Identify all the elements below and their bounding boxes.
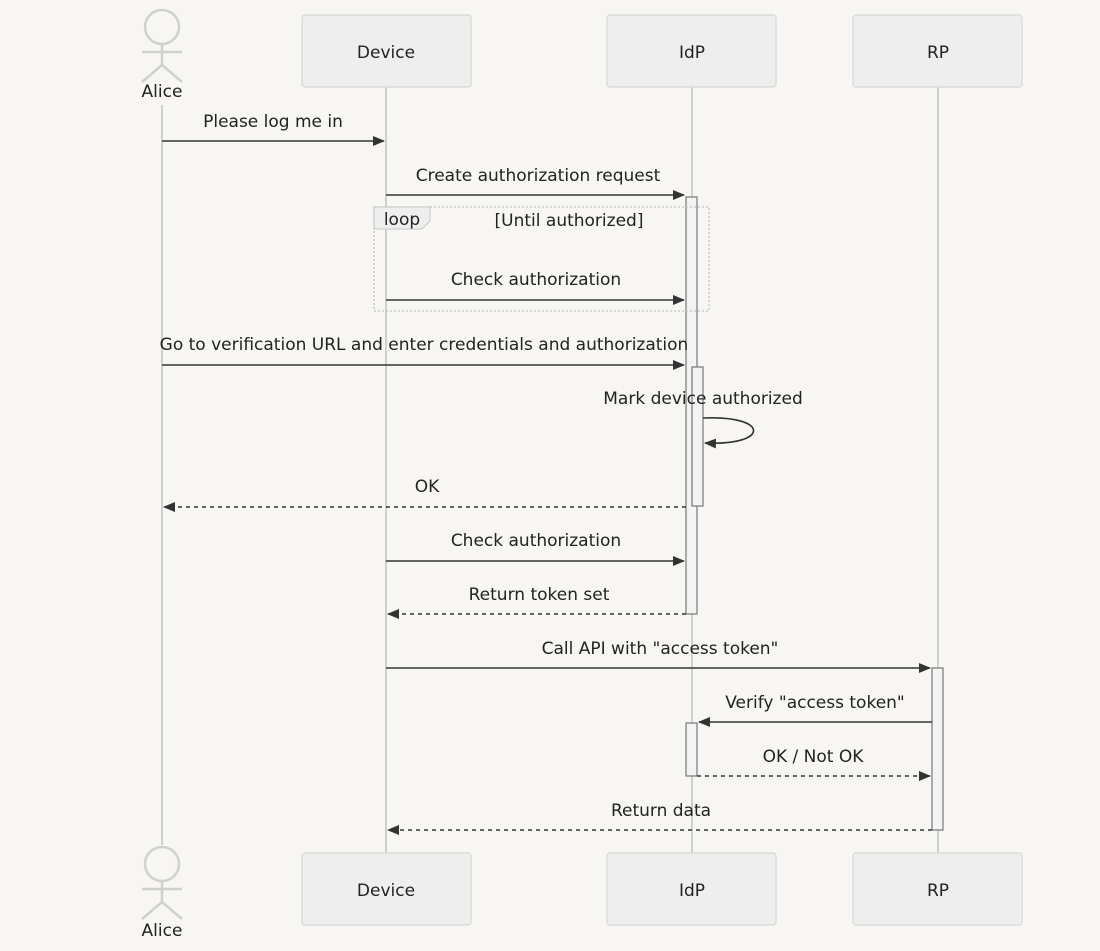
participant-idp-top[interactable]: IdP bbox=[606, 14, 777, 88]
participant-rp-bottom[interactable]: RP bbox=[852, 852, 1023, 926]
message: Check authorization bbox=[386, 531, 685, 566]
actor-alice-bottom[interactable]: Alice bbox=[141, 845, 183, 941]
participant-label: IdP bbox=[679, 43, 705, 63]
message-label: Mark device authorized bbox=[603, 389, 802, 409]
message-label: Return token set bbox=[469, 585, 610, 605]
message: Please log me in bbox=[162, 112, 385, 146]
message: Check authorization bbox=[386, 270, 685, 305]
activation-idp-2 bbox=[691, 366, 704, 507]
participant-device-top[interactable]: Device bbox=[301, 14, 472, 88]
actor-label: Alice bbox=[142, 921, 183, 941]
message: Return data bbox=[387, 801, 932, 835]
message-label: Check authorization bbox=[451, 531, 621, 551]
actor-label: Alice bbox=[142, 82, 183, 102]
participant-label: RP bbox=[927, 43, 949, 63]
message-self: Mark device authorized bbox=[603, 389, 803, 449]
activation-idp-3 bbox=[685, 722, 698, 777]
participant-label: Device bbox=[357, 881, 415, 901]
loop-block: loop [Until authorized] bbox=[373, 206, 710, 312]
message: Create authorization request bbox=[386, 166, 685, 200]
message: Return token set bbox=[387, 585, 686, 619]
message-label: OK bbox=[415, 477, 440, 497]
actor-icon bbox=[143, 845, 181, 883]
message: Verify "access token" bbox=[698, 693, 932, 727]
participant-idp-bottom[interactable]: IdP bbox=[606, 852, 777, 926]
message-label: Check authorization bbox=[451, 270, 621, 290]
message-label: Please log me in bbox=[203, 112, 343, 132]
participant-device-bottom[interactable]: Device bbox=[301, 852, 472, 926]
participant-label: IdP bbox=[679, 881, 705, 901]
participant-label: Device bbox=[357, 43, 415, 63]
participant-label: RP bbox=[927, 881, 949, 901]
message: OK / Not OK bbox=[697, 747, 931, 781]
message: Call API with "access token" bbox=[386, 639, 931, 673]
message-label: Call API with "access token" bbox=[542, 639, 779, 659]
message-label: Verify "access token" bbox=[725, 693, 905, 713]
loop-condition: [Until authorized] bbox=[495, 211, 644, 231]
message-label: Create authorization request bbox=[416, 166, 661, 186]
activation-rp bbox=[931, 667, 944, 831]
actor-icon bbox=[143, 8, 181, 46]
message-label: Go to verification URL and enter credent… bbox=[160, 335, 689, 355]
message-label: OK / Not OK bbox=[763, 747, 865, 767]
message: Go to verification URL and enter credent… bbox=[160, 335, 689, 370]
message-label: Return data bbox=[611, 801, 711, 821]
loop-keyword: loop bbox=[384, 210, 420, 230]
actor-alice-top[interactable]: Alice bbox=[141, 8, 183, 102]
message-arrow bbox=[702, 417, 755, 449]
message: OK bbox=[163, 477, 686, 512]
participant-rp-top[interactable]: RP bbox=[852, 14, 1023, 88]
